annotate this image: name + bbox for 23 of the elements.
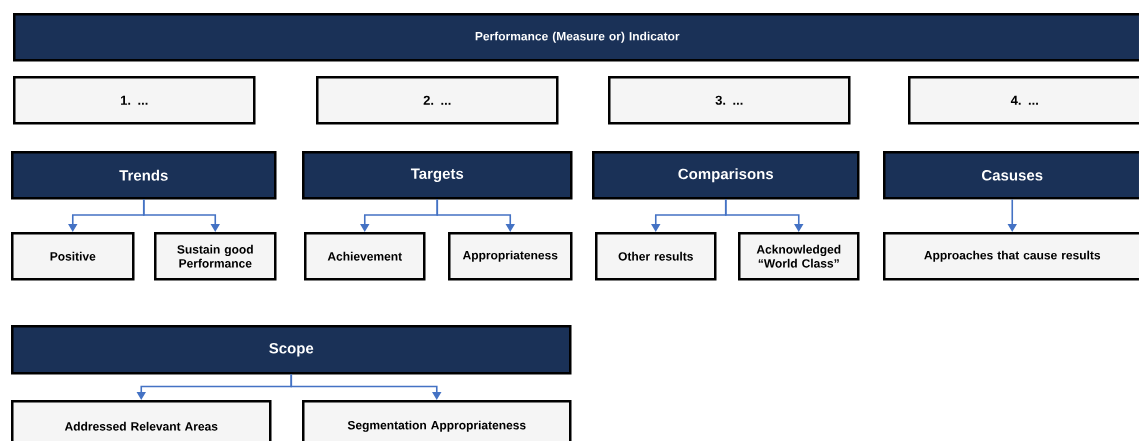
item-box: 4. ... bbox=[908, 76, 1139, 125]
result-box: Appropriateness bbox=[448, 232, 573, 281]
result-box: Addressed Relevant Areas bbox=[11, 400, 272, 441]
item-box: 2. ... bbox=[316, 76, 559, 125]
arrow bbox=[290, 373, 442, 400]
result-box: Segmentation Appropriateness bbox=[302, 400, 572, 441]
item-box: 1. ... bbox=[13, 76, 256, 125]
category-box: Trends bbox=[11, 151, 277, 200]
arrow bbox=[436, 198, 515, 232]
arrow bbox=[142, 198, 220, 232]
result-box: Achievement bbox=[304, 232, 426, 281]
item-box: 3. ... bbox=[608, 76, 851, 125]
result-box: Sustain good Performance bbox=[154, 232, 277, 281]
result-box: Approaches that cause results bbox=[883, 232, 1139, 281]
category-box: Casuses bbox=[883, 151, 1139, 200]
banner: Performance (Measure or) Indicator bbox=[13, 13, 1139, 62]
result-box: Positive bbox=[11, 232, 135, 281]
category-box: Comparisons bbox=[592, 151, 860, 200]
result-box: Acknowledged “World Class” bbox=[738, 232, 860, 281]
category-box: Scope bbox=[11, 325, 572, 375]
category-box: Targets bbox=[302, 151, 573, 200]
result-box: Other results bbox=[595, 232, 717, 281]
arrow bbox=[724, 198, 804, 232]
